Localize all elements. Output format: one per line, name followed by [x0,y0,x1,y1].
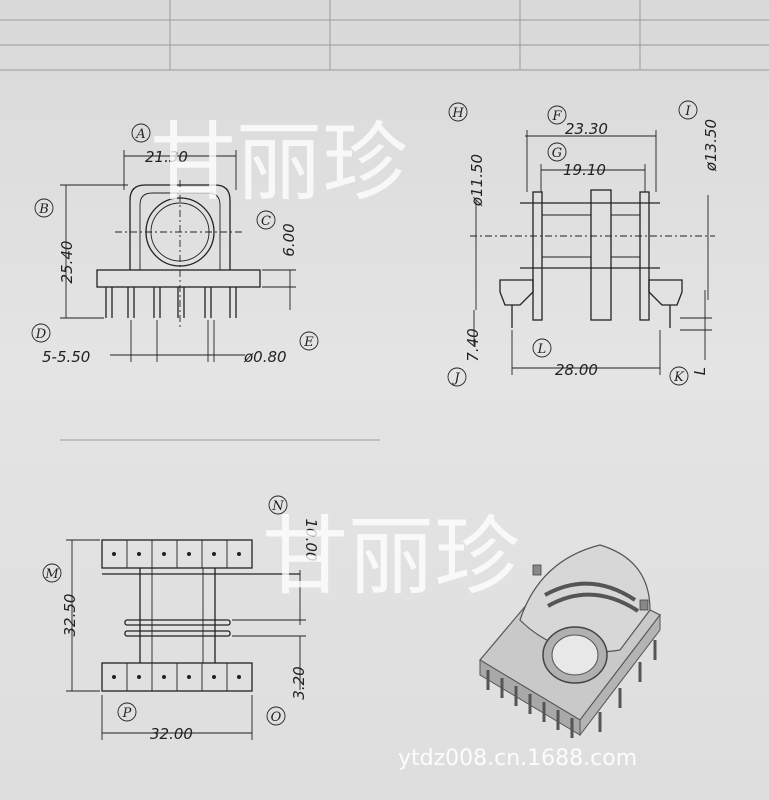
label-circle-i: I [678,100,698,120]
dim-e-value: ø0.80 [243,348,287,366]
label-n: N [271,499,284,514]
top-flange-2 [124,630,231,637]
label-circle-n: N [268,495,288,515]
front-base [96,269,261,288]
label-g: G [552,146,562,161]
dim-c-value: 6.00 [280,223,298,256]
label-o: O [271,710,282,725]
label-circle-m: M [42,563,62,583]
bobbin-3d-render [479,544,661,738]
label-circle-e: E [299,331,319,351]
label-circle-a: A [131,123,151,143]
dim-b-value: 25.40 [58,241,76,284]
watermark-url: ytdz008.cn.1688.com [398,746,637,771]
label-m: M [44,567,59,582]
side-pin-block-left [499,279,534,306]
label-circle-f: F [547,105,567,125]
label-l: L [537,342,547,357]
label-c: C [261,214,271,229]
label-circle-d: D [31,323,51,343]
side-pin-block-right [648,279,683,306]
dim-f-value: 23.30 [565,120,608,138]
top-flange-1 [124,619,231,626]
top-pin-cells [112,540,241,691]
dim-p-value: 32.00 [150,725,193,743]
label-circle-o: O [266,706,286,726]
label-circle-j: J [447,367,467,387]
side-flange-left [532,191,543,321]
dim-n-value: 10.00 [302,519,320,562]
label-circle-g: G [547,142,567,162]
side-flange-mid [590,189,612,321]
label-h: H [451,106,464,121]
watermark-text-top: 甘丽珍 [150,113,408,213]
label-f: F [551,109,562,124]
front-view [60,150,296,362]
dim-o-value: 3.20 [290,666,308,699]
dim-side-l-letter: L [691,367,709,375]
label-circle-l: L [532,338,552,358]
side-flange-right [639,191,650,321]
label-circle-b: B [34,198,54,218]
dim-h-value: ø11.50 [468,154,486,207]
background-table-ghost [0,0,769,441]
label-e: E [303,335,314,350]
label-p: P [122,706,132,721]
watermark-text-bottom: 甘丽珍 [262,507,520,607]
label-d: D [35,327,47,342]
dim-i-value: ø13.50 [702,119,720,172]
label-circle-k: K [669,366,689,386]
label-j: J [451,371,460,386]
dim-d-value: 5-5.50 [42,348,90,366]
dim-l-value: 28.00 [555,361,598,379]
top-view [66,539,306,740]
label-i: I [684,104,691,119]
dim-a-value: 21.30 [145,148,188,166]
label-circle-p: P [117,702,137,722]
dim-j-value: 7.40 [464,328,482,361]
label-circle-c: C [256,210,276,230]
dim-m-value: 32.50 [61,594,79,637]
label-circle-h: H [448,102,468,122]
label-b: B [38,202,49,217]
label-k: K [673,370,685,385]
label-a: A [135,127,145,142]
dim-g-value: 19.10 [563,161,606,179]
front-pins [105,287,237,318]
side-view [470,130,715,375]
